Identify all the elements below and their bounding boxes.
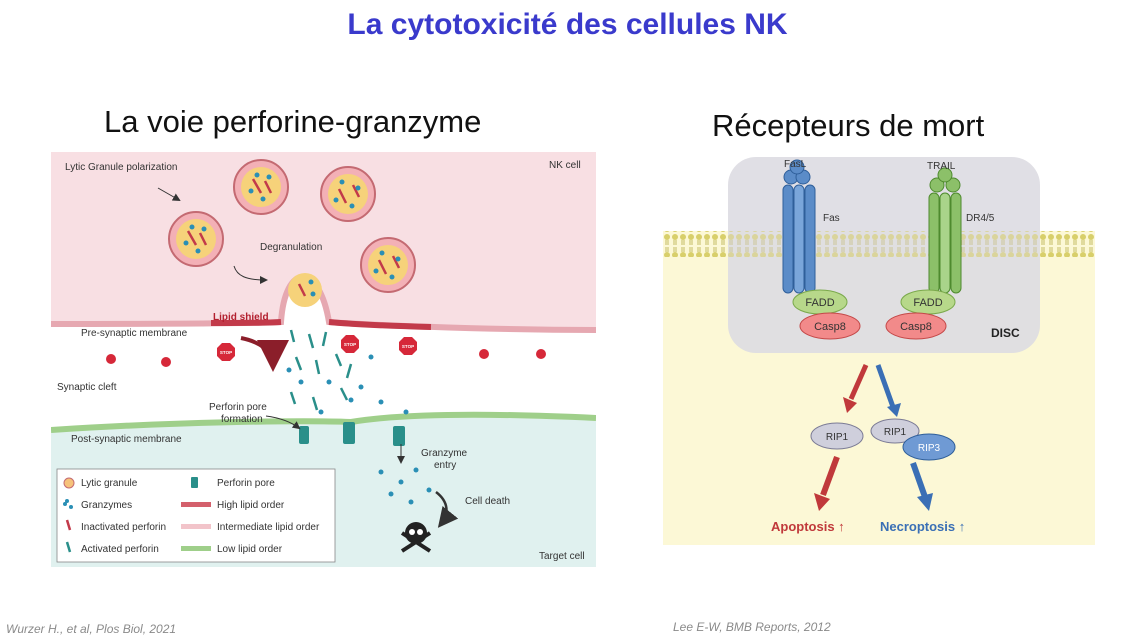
- label-rip1-a: RIP1: [826, 432, 849, 443]
- necroptosis-arrow-2: [910, 462, 933, 511]
- lytic-granule: [168, 211, 224, 267]
- legend-low-lipid: Low lipid order: [217, 544, 283, 555]
- label-fas: Fas: [823, 213, 840, 224]
- fusing-granule: [288, 273, 322, 307]
- rip1-apoptosis: [810, 422, 864, 450]
- right-heading: Récepteurs de mort: [712, 108, 985, 143]
- label-necroptosis: Necroptosis ↑: [880, 519, 965, 534]
- granzyme-dots: [286, 354, 432, 505]
- label-pre-membrane: Pre-synaptic membrane: [81, 328, 188, 339]
- necroptosis-arrow-1: [875, 364, 901, 417]
- perforin-granzyme-diagram: STOP STOP STOP Lytic Granule polarizatio…: [51, 152, 596, 567]
- right-citation: Lee E-W, BMB Reports, 2012: [673, 620, 831, 634]
- left-citation: Wurzer H., et al, Plos Biol, 2021: [6, 622, 177, 636]
- casp8-1: [799, 312, 861, 340]
- apoptosis-arrow-2: [814, 455, 840, 511]
- label-fadd-1: FADD: [805, 297, 834, 309]
- legend-lytic-granule: Lytic granule: [81, 478, 138, 489]
- legend-activated-perforin: Activated perforin: [81, 544, 159, 555]
- death-receptor-diagram: FasL Fas TRAIL DR4/5 FADD Casp8 FADD Cas…: [663, 157, 1095, 545]
- label-pore-formation: Perforin pore: [209, 402, 267, 413]
- label-lytic-polarization: Lytic Granule polarization: [65, 162, 177, 173]
- left-heading: La voie perforine-granzyme: [104, 104, 482, 139]
- label-casp8-2: Casp8: [900, 321, 932, 333]
- rip3: [902, 433, 956, 461]
- label-pore-formation-2: formation: [221, 414, 263, 425]
- legend-granzymes: Granzymes: [81, 500, 132, 511]
- nk-cell-region: [51, 152, 596, 330]
- label-target-cell: Target cell: [539, 551, 585, 562]
- label-fadd-2: FADD: [913, 297, 942, 309]
- legend-inactivated-perforin: Inactivated perforin: [81, 522, 166, 533]
- label-synaptic-cleft: Synaptic cleft: [57, 382, 117, 393]
- svg-text:STOP: STOP: [402, 344, 414, 349]
- label-dr45: DR4/5: [966, 213, 995, 224]
- label-fasl: FasL: [784, 159, 807, 170]
- post-synaptic-membrane: [51, 411, 596, 433]
- lipid-shield-segment: [210, 319, 282, 326]
- fas-receptor: [782, 159, 816, 294]
- lytic-granule: [320, 166, 376, 222]
- label-degranulation: Degranulation: [260, 242, 322, 253]
- apoptosis-arrow-1: [843, 363, 869, 413]
- lytic-granule: [233, 159, 289, 215]
- legend: Lytic granule Perforin pore Granzymes Hi…: [56, 468, 336, 563]
- released-perforin-granzymes: [289, 329, 353, 411]
- label-lipid-shield: Lipid shield: [213, 312, 269, 323]
- label-granzyme-entry-2: entry: [434, 460, 456, 471]
- legend-intermediate-lipid: Intermediate lipid order: [217, 522, 320, 533]
- stop-signs: STOP STOP STOP: [106, 335, 546, 367]
- stop-sign-text: STOP: [220, 350, 232, 355]
- label-rip3: RIP3: [918, 443, 941, 454]
- legend-high-lipid: High lipid order: [217, 500, 285, 511]
- svg-text:STOP: STOP: [344, 342, 356, 347]
- casp8-2: [885, 312, 947, 340]
- label-apoptosis: Apoptosis ↑: [771, 519, 845, 534]
- label-nk-cell: NK cell: [549, 160, 581, 171]
- lytic-granule: [360, 237, 416, 293]
- slide-title: La cytotoxicité des cellules NK: [347, 8, 788, 41]
- label-disc: DISC: [991, 326, 1020, 340]
- label-rip1-b: RIP1: [884, 427, 907, 438]
- lytic-granules: [168, 159, 416, 307]
- label-cell-death: Cell death: [465, 496, 510, 507]
- skull-icon: [400, 522, 432, 553]
- label-post-membrane: Post-synaptic membrane: [71, 434, 182, 445]
- legend-perforin-pore: Perforin pore: [217, 478, 275, 489]
- perforin-pores: [299, 422, 405, 446]
- label-trail: TRAIL: [927, 161, 956, 172]
- label-casp8-1: Casp8: [814, 321, 846, 333]
- label-granzyme-entry: Granzyme: [421, 448, 468, 459]
- rip1-necroptosis: [870, 418, 920, 444]
